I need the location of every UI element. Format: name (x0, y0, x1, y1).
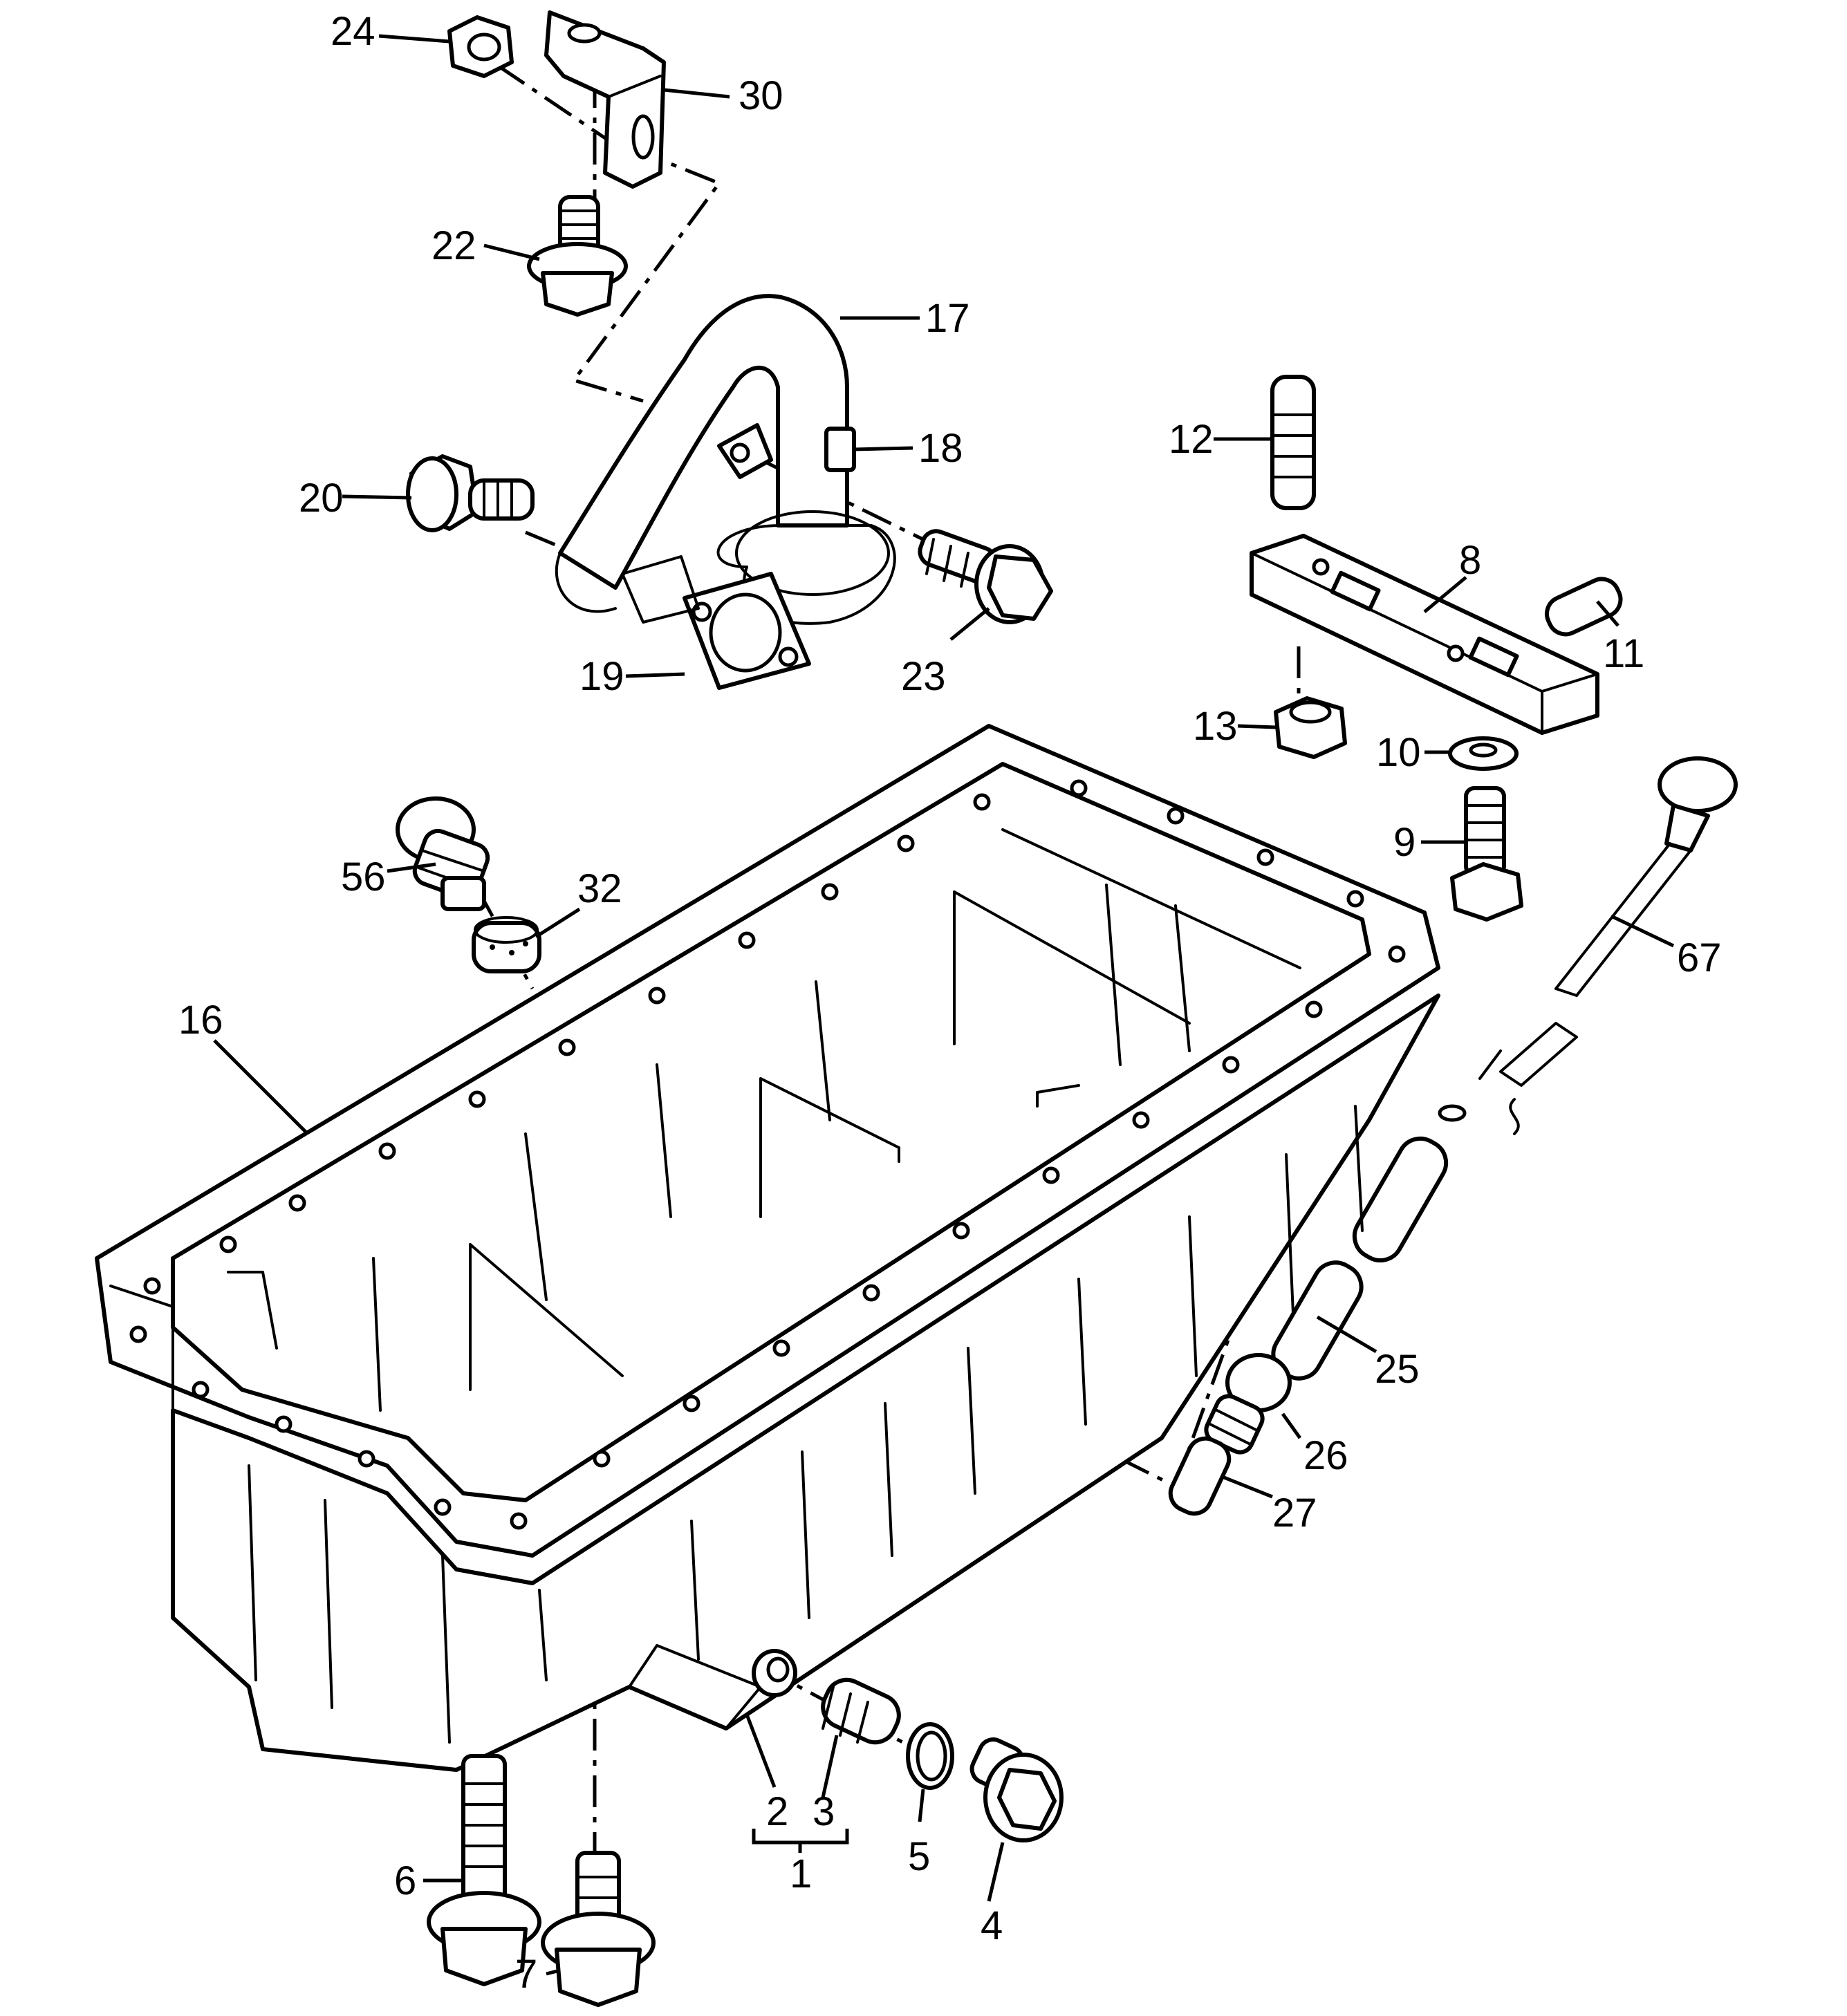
part-5-o-ring (906, 1722, 954, 1790)
part-32-seal (472, 916, 541, 973)
part-16-oil-pan (95, 724, 1440, 1772)
part-3-insert (821, 1677, 901, 1745)
callout-12: 12 (1169, 417, 1214, 462)
callout-13: 13 (1193, 704, 1238, 749)
part-10-washer (1448, 736, 1519, 771)
callout-labels: 24 30 22 17 18 20 19 23 12 8 11 13 10 9 … (178, 9, 1722, 1997)
callout-17: 17 (925, 296, 970, 341)
callout-1: 1 (790, 1851, 812, 1896)
callout-6: 6 (394, 1858, 416, 1903)
part-4-drain-plug (969, 1737, 1064, 1842)
part-11-pin (1544, 577, 1623, 637)
callout-67: 67 (1677, 935, 1722, 980)
part-30-bracket (544, 10, 666, 189)
part-17-oil-pickup-pipe (555, 294, 896, 625)
callout-24: 24 (331, 9, 375, 54)
part-8-support-bar (1250, 534, 1599, 735)
part-22-bolt (527, 195, 628, 317)
part-19-gasket (621, 555, 811, 690)
part-6-bolt (427, 1754, 541, 1986)
part-18-clamp (717, 423, 856, 479)
callout-23: 23 (901, 654, 946, 699)
callout-19: 19 (579, 654, 624, 699)
part-26-fitting (1204, 1353, 1292, 1455)
part-23-bolt (918, 529, 1053, 624)
callout-27: 27 (1272, 1491, 1317, 1536)
callout-2: 2 (766, 1789, 788, 1834)
callout-11: 11 (1603, 631, 1644, 676)
part-13-nut (1274, 696, 1347, 759)
part-24-nut (447, 15, 514, 78)
callout-32: 32 (577, 866, 622, 911)
callout-16: 16 (178, 998, 223, 1043)
callout-56: 56 (341, 855, 386, 899)
callout-4: 4 (981, 1903, 1003, 1948)
callout-leader-lines (213, 34, 1675, 1976)
part-27-sleeve (1168, 1436, 1232, 1516)
callout-3: 3 (813, 1789, 835, 1834)
callout-22: 22 (431, 223, 476, 268)
pan-flange-bolt-holes (129, 779, 1406, 1530)
callout-26: 26 (1303, 1433, 1348, 1478)
part-56-plug (396, 796, 490, 911)
part-67-dipstick (1478, 756, 1738, 1135)
callout-18: 18 (918, 426, 963, 471)
callout-25: 25 (1375, 1347, 1420, 1392)
callout-5: 5 (908, 1834, 930, 1879)
part-12-stud (1270, 375, 1316, 510)
part-20-bolt (406, 454, 535, 532)
part-7-bolt (541, 1851, 656, 2007)
part-9-bolt (1450, 786, 1523, 922)
callout-9: 9 (1393, 820, 1416, 865)
callout-20: 20 (299, 476, 344, 521)
callout-7: 7 (515, 1952, 537, 1997)
callout-30: 30 (739, 73, 783, 118)
callout-10: 10 (1376, 730, 1421, 775)
callout-8: 8 (1459, 538, 1481, 583)
